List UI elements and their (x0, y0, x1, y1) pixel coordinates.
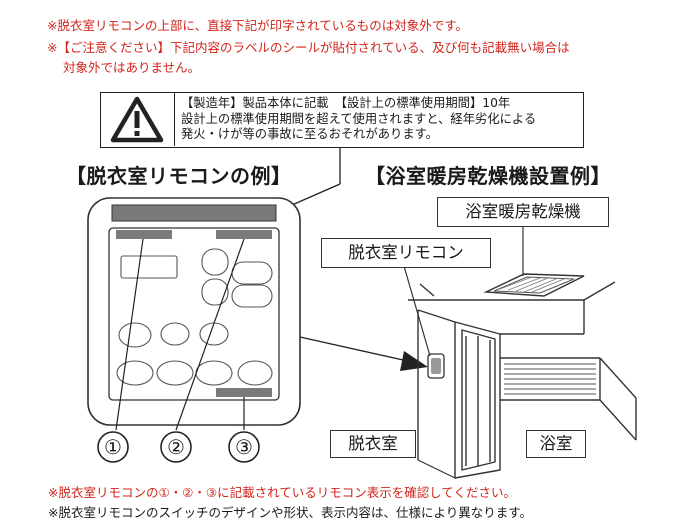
wall-remote (427, 353, 445, 379)
bathtub-ribs (504, 363, 596, 395)
remote-display-3 (216, 388, 272, 397)
arrow-line (299, 336, 413, 363)
callout-number-1: ① (104, 435, 122, 459)
warning-icon-cell (101, 93, 175, 146)
install-example-heading: 【浴室暖房乾燥機設置例】 (365, 164, 611, 188)
warning-line-1: 【製造年】製品本体に記載 【設計上の標準使用期間】10年 (181, 96, 511, 110)
warning-triangle-icon (110, 96, 164, 143)
warning-label: 【製造年】製品本体に記載 【設計上の標準使用期間】10年 設計上の標準使用期間を… (100, 92, 584, 148)
warning-line-3: 発火・けが等の事故に至るおそれがあります。 (181, 127, 439, 141)
callout-3 (228, 431, 260, 463)
warning-line-2: 設計上の標準使用期間を超えて使用されますと、経年劣化による (181, 111, 537, 126)
remote-display-1 (116, 230, 172, 239)
bathroom-label: 浴室 (526, 430, 586, 458)
bottom-note-2: ※脱衣室リモコンのスイッチのデザインや形状、表示内容は、仕様により異なります。 (48, 505, 532, 520)
callout-2 (160, 431, 192, 463)
dressing-room-label: 脱衣室 (330, 430, 416, 458)
remote-example-heading: 【脱衣室リモコンの例】 (66, 164, 292, 188)
remote-label: 脱衣室リモコン (321, 238, 491, 268)
bathroom-scene (408, 281, 637, 479)
remote-display-2 (216, 230, 272, 239)
dryer-unit (483, 273, 585, 297)
arrow-head-icon (400, 351, 428, 371)
remote-top-band (111, 204, 277, 222)
dryer-label: 浴室暖房乾燥機 (437, 197, 609, 227)
callout-1 (97, 431, 129, 463)
callout-number-2: ② (167, 435, 185, 459)
top-note-2: ※【ご注意ください】下記内容のラベルのシールが貼付されている、及び何も記載無い場… (47, 40, 570, 55)
top-note-3: 対象外ではありません。 (63, 60, 201, 75)
remote-example (87, 197, 301, 426)
top-note-1: ※脱衣室リモコンの上部に、直接下記が印字されているものは対象外です。 (47, 18, 468, 33)
callout-number-3: ③ (235, 435, 253, 459)
bottom-note-1: ※脱衣室リモコンの①・②・③に記載されているリモコン表示を確認してください。 (48, 485, 516, 500)
